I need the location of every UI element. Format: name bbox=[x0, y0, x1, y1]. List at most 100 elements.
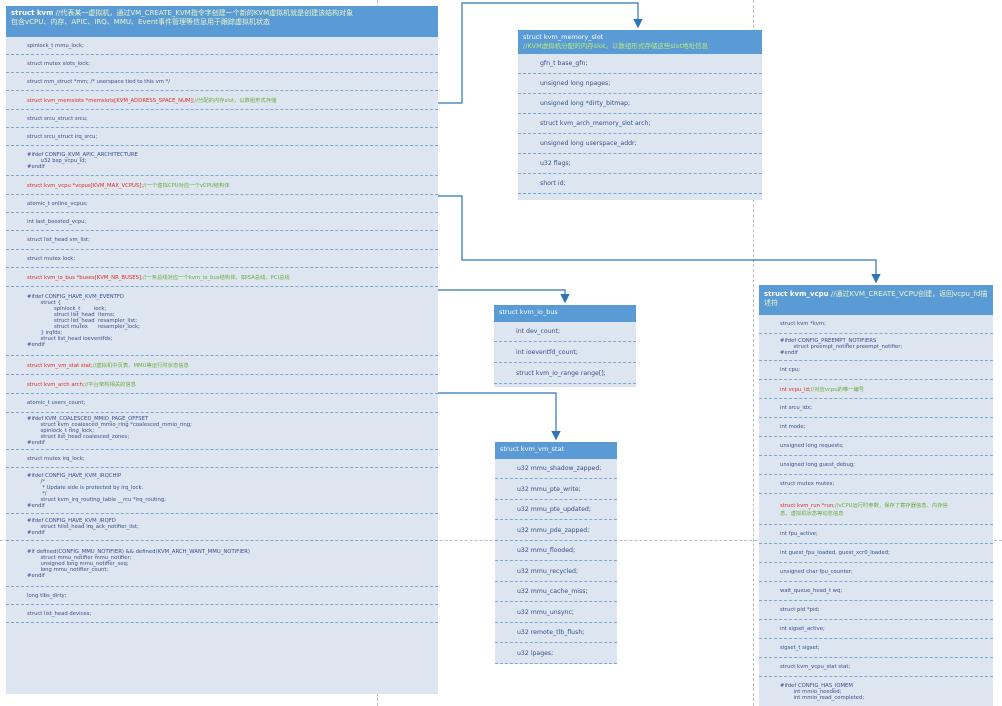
memslot-field-text: unsigned long userspace_addr; bbox=[540, 140, 637, 147]
struct-kvm-vm-stat-title: struct kvm_vm_stat bbox=[500, 445, 565, 453]
kvm-field-text: struct srcu_struct irq_srcu; bbox=[27, 133, 98, 140]
kvm-field-row: #if defined(CONFIG_MMU_NOTIFIER) && defi… bbox=[6, 541, 438, 587]
vmstat-field-row: u32 lpages; bbox=[495, 643, 617, 664]
struct-kvm-title: struct kvm bbox=[11, 9, 54, 17]
vmstat-field-row: u32 mmu_flooded; bbox=[495, 541, 617, 561]
kvm-field-text: struct kvm_arch arch; bbox=[27, 382, 85, 388]
kvm-field-row: #ifdef CONFIG_HAVE_KVM_EVENTFD struct { … bbox=[6, 287, 438, 356]
memslot-field-text: u32 flags; bbox=[540, 160, 571, 167]
stat-to-kvm-vm-stat-connector bbox=[438, 392, 561, 441]
memslot-field-row: struct kvm_arch_memory_slot arch; bbox=[518, 114, 762, 134]
vcpu-field-text: struct kvm_run *run; bbox=[780, 503, 835, 509]
vmstat-field-row: u32 mmu_recycled; bbox=[495, 561, 617, 582]
struct-kvm-vcpu-title: struct kvm_vcpu bbox=[764, 290, 829, 298]
kvm-field-row: #ifdef CONFIG_KVM_APIC_ARCHITECTURE u32 … bbox=[6, 146, 438, 176]
kvm-field-text: #if defined(CONFIG_MMU_NOTIFIER) && defi… bbox=[27, 548, 250, 579]
kvm-field-comment: //一条总线对应一个kvm_io_bus结构体，如ISA总线、PCI总线 bbox=[142, 275, 290, 281]
vcpu-field-comment: //对应vcpu的唯一编号 bbox=[810, 387, 865, 393]
kvm-field-text: spinlock_t mmu_lock; bbox=[27, 42, 84, 49]
struct-kvm-memory-slot-title: struct kvm_memory_slot bbox=[523, 33, 604, 41]
memslots-to-memory-slot-connector bbox=[438, 2, 643, 104]
vcpu-field-row: #ifdef CONFIG_PREEMPT_NOTIFIERS struct p… bbox=[759, 334, 993, 361]
memslot-field-row: unsigned long userspace_addr; bbox=[518, 134, 762, 154]
vcpu-field-text: #ifdef CONFIG_PREEMPT_NOTIFIERS struct p… bbox=[780, 338, 903, 356]
vcpu-field-row: struct pid *pid; bbox=[759, 601, 993, 620]
vmstat-field-text: u32 mmu_recycled; bbox=[517, 567, 579, 575]
kvm-field-text: struct mutex irq_lock; bbox=[27, 455, 85, 462]
struct-kvm-memory-slot-box: struct kvm_memory_slot //KVM虚拟机分配的内存slot… bbox=[518, 30, 762, 200]
struct-kvm-vcpu-comment: //通过KVM_CREATE_VCPU创建，返回vcpu_fd描述符 bbox=[764, 290, 988, 307]
kvm-field-row: #ifdef CONFIG_HAVE_KVM_IRQCHIP /* * Upda… bbox=[6, 468, 438, 514]
vcpu-field-text: int fpu_active; bbox=[780, 531, 818, 537]
vcpu-field-row: struct kvm_vcpu_stat stat; bbox=[759, 658, 993, 677]
kvm-field-row: struct list_head devices; bbox=[6, 605, 438, 623]
struct-kvm-vcpu-fields: struct kvm *kvm; #ifdef CONFIG_PREEMPT_NO… bbox=[759, 315, 993, 706]
vcpu-field-text: unsigned char fpu_counter; bbox=[780, 569, 853, 575]
vcpu-field-text: wait_queue_head_t wq; bbox=[780, 588, 843, 594]
kvm-field-comment: //虚拟机中页表、MMU等运行时状态信息 bbox=[92, 363, 189, 369]
kvm-field-row: struct srcu_struct srcu; bbox=[6, 110, 438, 128]
vcpu-field-row: unsigned long requests; bbox=[759, 437, 993, 456]
kvm-field-row: struct kvm_vcpu *vcpus[KVM_MAX_VCPUS];//… bbox=[6, 176, 438, 195]
vcpu-field-row: struct kvm_run *run;//vCPU运行时参数，保存了寄存器信息… bbox=[759, 494, 993, 525]
vmstat-field-text: u32 lpages; bbox=[517, 649, 554, 657]
kvm-field-comment: //平台架构相关的信息 bbox=[84, 382, 136, 388]
struct-kvm-vm-stat-header: struct kvm_vm_stat bbox=[495, 442, 617, 459]
kvm-field-text: struct kvm_io_bus *buses[KVM_NR_BUSES]; bbox=[27, 275, 143, 281]
iobus-field-text: struct kvm_io_range range[]; bbox=[516, 369, 606, 377]
kvm-field-text: struct list_head vm_list; bbox=[27, 237, 90, 243]
vcpu-field-text: int mode; bbox=[780, 424, 806, 430]
vcpu-field-row: int srcu_idx; bbox=[759, 399, 993, 418]
vcpu-field-text: struct kvm *kvm; bbox=[780, 321, 826, 327]
vcpu-field-text: struct kvm_vcpu_stat stat; bbox=[780, 664, 851, 670]
vcpu-field-text: struct mutex mutex; bbox=[780, 481, 835, 487]
kvm-field-text: struct kvm_memslots *memslots[KVM_ADDRES… bbox=[27, 98, 195, 104]
vmstat-field-text: u32 mmu_pde_zapped; bbox=[517, 526, 590, 534]
kvm-field-text: #ifdef CONFIG_KVM_APIC_ARCHITECTURE u32 … bbox=[27, 151, 138, 170]
iobus-field-row: struct kvm_io_range range[]; bbox=[494, 363, 636, 384]
struct-kvm-io-bus-title: struct kvm_io_bus bbox=[499, 308, 558, 316]
vcpu-field-text: int cpu; bbox=[780, 367, 801, 373]
kvm-field-text: #ifdef KVM_COALESCED_MMIO_PAGE_OFFSET st… bbox=[27, 416, 192, 446]
vcpu-field-text: int vcpu_id; bbox=[780, 387, 811, 393]
vmstat-field-text: u32 mmu_pte_updated; bbox=[517, 506, 591, 513]
memslot-field-row: short id; bbox=[518, 174, 762, 194]
vcpu-field-text: unsigned long guest_debug; bbox=[780, 462, 856, 468]
struct-kvm-header: struct kvm //代表某一虚拟机，通过VM_CREATE_KVM指令字创… bbox=[6, 6, 438, 37]
vcpu-field-row: struct kvm *kvm; bbox=[759, 315, 993, 334]
kvm-field-text: struct mutex lock; bbox=[27, 255, 76, 262]
struct-kvm-io-bus-fields: int dev_count;int ioeventfd_count;struct… bbox=[494, 322, 636, 384]
vcpu-field-text: struct pid *pid; bbox=[780, 607, 820, 613]
kvm-field-row: struct mutex irq_lock; bbox=[6, 450, 438, 468]
struct-kvm-io-bus-header: struct kvm_io_bus bbox=[494, 305, 636, 322]
vcpu-field-row: int mode; bbox=[759, 418, 993, 437]
vcpu-field-text: sigset_t sigset; bbox=[780, 645, 820, 651]
kvm-field-text: #ifdef CONFIG_HAVE_KVM_EVENTFD struct { … bbox=[27, 294, 140, 348]
struct-kvm-vm-stat-fields: u32 mmu_shadow_zapped; u32 mmu_pte_write;… bbox=[495, 459, 617, 664]
vcpu-field-row: int guest_fpu_loaded, guest_xcr0_loaded; bbox=[759, 544, 993, 563]
kvm-field-row: int last_boosted_vcpu; bbox=[6, 213, 438, 231]
memslot-field-row: unsigned long *dirty_bitmap; bbox=[518, 94, 762, 114]
vcpu-field-row: #ifdef CONFIG_HAS_IOMEM int mmio_needed;… bbox=[759, 677, 993, 706]
vcpu-field-text: unsigned long requests; bbox=[780, 443, 844, 449]
kvm-field-row: long tlbs_dirty; bbox=[6, 587, 438, 605]
kvm-field-row: struct list_head vm_list; bbox=[6, 231, 438, 250]
kvm-field-row: atomic_t online_vcpus; bbox=[6, 195, 438, 213]
vmstat-field-row: u32 mmu_pde_zapped; bbox=[495, 520, 617, 541]
memslot-field-text: unsigned long *dirty_bitmap; bbox=[540, 100, 631, 107]
kvm-field-comment: //一个虚拟CPU对应一个vCPU结构体 bbox=[143, 183, 230, 189]
vcpu-field-row: wait_queue_head_t wq; bbox=[759, 582, 993, 601]
kvm-field-text: #ifdef CONFIG_HAVE_KVM_IRQFD struct hlis… bbox=[27, 518, 139, 536]
memslot-field-row: unsigned long npages; bbox=[518, 74, 762, 94]
vcpu-field-text: int srcu_idx; bbox=[780, 405, 813, 411]
vcpu-field-row: struct mutex mutex; bbox=[759, 475, 993, 494]
vmstat-field-row: u32 mmu_shadow_zapped; bbox=[495, 459, 617, 479]
kvm-field-text: atomic_t users_count; bbox=[27, 400, 86, 406]
kvm-field-row: spinlock_t mmu_lock; bbox=[6, 37, 438, 55]
vmstat-field-text: u32 mmu_pte_write; bbox=[517, 485, 581, 493]
page-guide-vertical bbox=[753, 0, 754, 706]
kvm-field-text: atomic_t online_vcpus; bbox=[27, 200, 88, 207]
iobus-field-row: int dev_count; bbox=[494, 322, 636, 342]
kvm-field-row: struct mutex slots_lock; bbox=[6, 55, 438, 73]
buses-to-kvm-io-bus-connector bbox=[438, 289, 570, 304]
